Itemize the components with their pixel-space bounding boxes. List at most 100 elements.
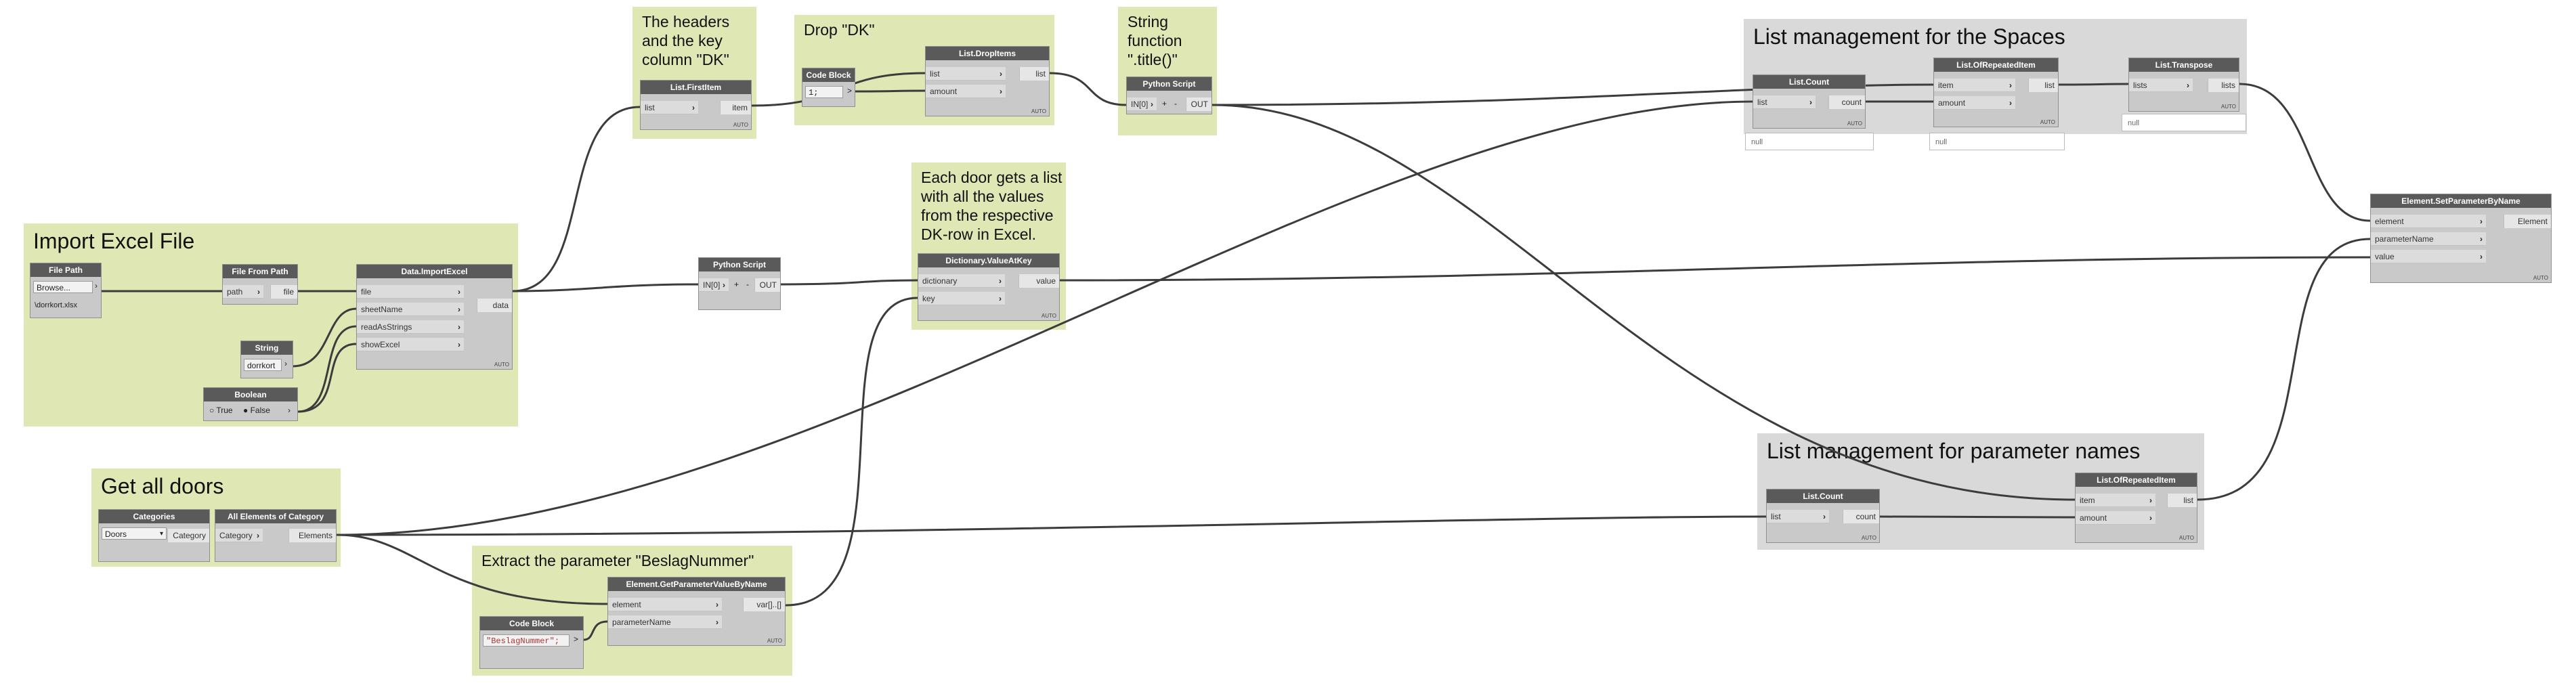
input-port-showexcel[interactable]: showExcel — [357, 338, 464, 351]
input-port-element[interactable]: element — [608, 598, 722, 611]
input-port-amount[interactable]: amount — [2076, 511, 2155, 525]
preview-bubble: null — [1929, 133, 2065, 150]
input-port-list[interactable]: list — [1767, 510, 1829, 523]
node-header: Element.GetParameterValueByName — [608, 578, 785, 591]
output-port-list[interactable]: list — [1019, 67, 1049, 81]
input-port-element[interactable]: element — [2371, 215, 2486, 228]
code-editor[interactable]: "BeslagNummer"; — [483, 634, 570, 647]
node-list-first-item[interactable]: List.FirstItem list item AUTO — [640, 80, 752, 130]
browse-button[interactable]: Browse... — [33, 281, 93, 293]
input-port-list[interactable]: list — [641, 101, 698, 114]
input-port-readasstrings[interactable]: readAsStrings — [357, 320, 464, 334]
lacing-indicator: AUTO — [2040, 119, 2055, 125]
node-header: File From Path — [223, 265, 297, 278]
input-port-file[interactable]: file — [357, 285, 464, 299]
radio-true[interactable]: ○ True — [209, 406, 233, 415]
node-list-count-params[interactable]: List.Count list count AUTO — [1766, 489, 1880, 543]
preview-bubble: null — [1745, 133, 1874, 150]
lacing-indicator: AUTO — [2220, 104, 2236, 110]
node-all-elements-of-category[interactable]: All Elements of Category Category Elemen… — [215, 509, 337, 562]
output-port-data[interactable]: data — [477, 299, 512, 312]
output-port-element[interactable]: Element — [2504, 215, 2551, 228]
node-code-block-1[interactable]: Code Block 1; > — [802, 68, 855, 107]
node-string[interactable]: String dorrkort › — [240, 341, 293, 378]
input-port-item[interactable]: item — [2076, 494, 2155, 507]
lacing-indicator: AUTO — [1031, 108, 1046, 114]
input-port-list[interactable]: list — [1753, 95, 1816, 109]
output-port-category[interactable]: Category — [167, 529, 209, 542]
node-list-count-spaces[interactable]: List.Count list count AUTO — [1753, 74, 1866, 129]
output-port-count[interactable]: count — [1828, 95, 1865, 109]
output-port-list[interactable]: list — [2028, 79, 2058, 92]
node-list-of-repeated-item-params[interactable]: List.OfRepeatedItem item amount list AUT… — [2075, 473, 2197, 543]
input-port-lists[interactable]: lists — [2129, 79, 2193, 92]
node-header: Boolean — [204, 388, 297, 401]
input-port-category[interactable]: Category — [215, 529, 263, 542]
wire-python-to-dictionary — [780, 279, 918, 286]
wire-data-to-python — [512, 283, 699, 292]
output-port-elements[interactable]: Elements — [288, 529, 336, 542]
input-port-path[interactable]: path — [223, 285, 263, 299]
input-port-parametername[interactable]: parameterName — [2371, 232, 2486, 246]
node-list-drop-items[interactable]: List.DropItems list amount list AUTO — [925, 46, 1050, 116]
output-arrow: > — [847, 86, 853, 95]
node-element-set-parameter-by-name[interactable]: Element.SetParameterByName element param… — [2370, 194, 2552, 283]
output-port-file[interactable]: file — [270, 285, 297, 299]
lacing-indicator: AUTO — [494, 362, 509, 368]
browse-label: Browse... — [37, 283, 71, 292]
category-dropdown[interactable]: Doors ▾ — [102, 527, 167, 540]
output-port-value[interactable]: value — [1018, 274, 1059, 288]
add-input-button[interactable]: + — [1162, 99, 1167, 108]
group-title: Import Excel File — [33, 229, 195, 253]
wire-droplist-to-python-title — [1049, 72, 1127, 106]
output-port-count[interactable]: count — [1843, 510, 1879, 523]
input-port-dictionary[interactable]: dictionary — [918, 274, 1005, 288]
remove-input-button[interactable]: - — [1174, 99, 1177, 108]
output-arrow: › — [284, 359, 287, 368]
add-input-button[interactable]: + — [734, 280, 739, 289]
input-port-amount[interactable]: amount — [926, 85, 1006, 98]
string-input[interactable]: dorrkort — [244, 359, 282, 371]
node-element-get-parameter-value-by-name[interactable]: Element.GetParameterValueByName element … — [607, 577, 786, 646]
input-port-in0[interactable]: IN[0] — [699, 278, 729, 292]
output-port-item[interactable]: item — [720, 101, 751, 114]
input-port-key[interactable]: key — [918, 292, 1005, 305]
node-data-import-excel[interactable]: Data.ImportExcel file sheetName readAsSt… — [356, 264, 513, 370]
preview-bubble: null — [2122, 114, 2246, 131]
node-header: Python Script — [699, 258, 780, 271]
node-dictionary-value-at-key[interactable]: Dictionary.ValueAtKey dictionary key val… — [918, 253, 1060, 321]
output-port-out[interactable]: OUT — [754, 278, 780, 292]
output-port-var[interactable]: var[]..[] — [743, 598, 785, 611]
group-title: String function ".title()" — [1128, 13, 1182, 68]
output-port-out[interactable]: OUT — [1186, 97, 1211, 111]
node-python-script-title[interactable]: Python Script IN[0] + - OUT — [1126, 77, 1212, 114]
file-path-value: \dorrkort.xlsx — [35, 301, 77, 309]
input-port-in0[interactable]: IN[0] — [1127, 97, 1157, 111]
group-title: Drop "DK" — [804, 21, 875, 39]
output-port-list[interactable]: list — [2167, 494, 2197, 507]
output-port-lists[interactable]: lists — [2208, 79, 2239, 92]
node-categories[interactable]: Categories Doors ▾ Category — [98, 509, 210, 562]
input-port-list[interactable]: list — [926, 67, 1006, 81]
node-code-block-2[interactable]: Code Block "BeslagNummer"; > — [479, 616, 584, 669]
group-title: Get all doors — [101, 474, 224, 498]
input-port-parametername[interactable]: parameterName — [608, 615, 722, 629]
input-port-sheetname[interactable]: sheetName — [357, 303, 464, 316]
code-editor[interactable]: 1; — [805, 86, 843, 98]
false-label: False — [250, 406, 270, 415]
wire-elements-to-countparams — [336, 515, 1767, 536]
node-file-path[interactable]: File Path Browse... › \dorrkort.xlsx — [30, 263, 102, 318]
output-arrow: › — [95, 281, 98, 290]
radio-false[interactable]: ● False — [243, 406, 270, 415]
input-port-value[interactable]: value — [2371, 250, 2486, 263]
node-file-from-path[interactable]: File From Path path file — [222, 264, 298, 305]
node-python-script[interactable]: Python Script IN[0] + - OUT — [698, 257, 781, 310]
remove-input-button[interactable]: - — [746, 280, 749, 289]
node-boolean[interactable]: Boolean ○ True ● False › — [203, 387, 298, 421]
category-value: Doors — [105, 529, 127, 539]
node-list-transpose[interactable]: List.Transpose lists lists AUTO — [2128, 58, 2239, 112]
input-port-amount[interactable]: amount — [1934, 96, 2015, 110]
input-port-item[interactable]: item — [1934, 79, 2015, 92]
node-header: All Elements of Category — [215, 510, 336, 523]
node-list-of-repeated-item-spaces[interactable]: List.OfRepeatedItem item amount list AUT… — [1933, 58, 2059, 127]
